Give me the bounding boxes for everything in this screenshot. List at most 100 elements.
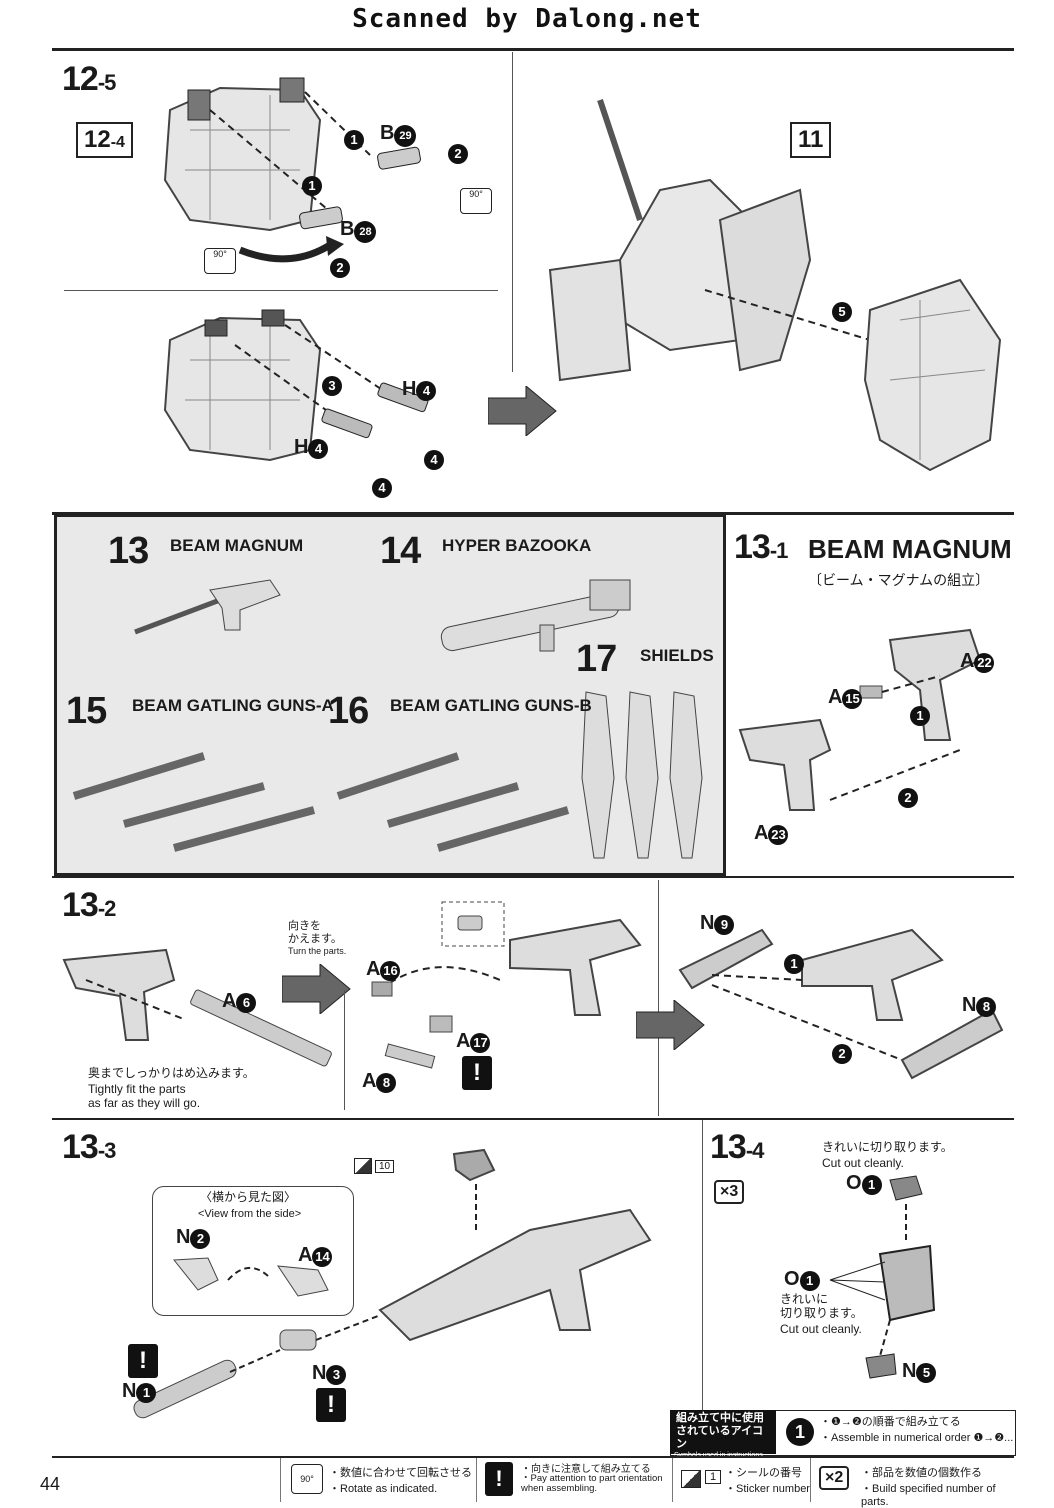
turn-instruction-jp: 向きを かえます。 bbox=[288, 920, 342, 946]
order-legend-jp: ・❶→❷の順番で組み立てる bbox=[820, 1416, 961, 1428]
side-view-illustration bbox=[173, 1257, 329, 1297]
beam-magnum-assembly-illustration bbox=[738, 628, 982, 811]
weapon-13-name: BEAM MAGNUM bbox=[170, 536, 304, 555]
gatling-a-thumbnail bbox=[72, 752, 316, 852]
rotate-90-icon: 90° bbox=[204, 248, 236, 274]
side-view-title-en: <View from the side> bbox=[198, 1208, 302, 1220]
magnum-barrel-fit-illustration bbox=[62, 948, 332, 1067]
step-11-reference: 11 bbox=[790, 122, 832, 158]
step-12-4-reference: 12-4 bbox=[76, 122, 133, 158]
side-view-callout bbox=[152, 1186, 354, 1316]
sticker-legend-icon bbox=[681, 1470, 701, 1488]
turn-instruction-en: Turn the parts. bbox=[288, 946, 347, 956]
turn-arrow-icon bbox=[282, 964, 351, 1014]
legend-sticker: 1 ・シールの番号 ・Sticker number bbox=[672, 1458, 811, 1502]
weapon-16-name: BEAM GATLING GUNS-B bbox=[390, 696, 592, 715]
orientation-warning-icon-n3: ! bbox=[316, 1388, 346, 1422]
step-12-5-label: 12-5 bbox=[62, 60, 116, 98]
sticker-number-icon: 10 bbox=[354, 1158, 395, 1174]
legend-rotate: 90° ・数値に合わせて回転させる ・Rotate as indicated. bbox=[280, 1458, 477, 1502]
magnum-complete-illustration bbox=[133, 1148, 652, 1419]
shields-thumbnail bbox=[581, 691, 703, 859]
step-13-1-subtitle: 〔ビーム・マグナムの組立〕 bbox=[808, 572, 990, 588]
step-13-3-label: 13-3 bbox=[62, 1128, 116, 1166]
icons-legend-title-block: 組み立て中に使用 されているアイコン Symbols used in instr… bbox=[670, 1410, 776, 1459]
weapon-14-number: 14 bbox=[380, 530, 421, 572]
step-13-2-divider-b bbox=[658, 880, 659, 1116]
step-13-2-label: 13-2 bbox=[62, 886, 116, 924]
order-2-marker-b: 2 bbox=[330, 258, 350, 278]
beam-magnum-thumbnail bbox=[134, 579, 281, 635]
step-13-1-label: 13-1 bbox=[734, 528, 788, 566]
order-4-marker: 4 bbox=[424, 450, 444, 470]
magnum-scope-illustration bbox=[678, 928, 1004, 1080]
weapon-16-number: 16 bbox=[328, 690, 369, 732]
multiplier-badge: ×3 bbox=[714, 1180, 745, 1204]
sticker-icon bbox=[354, 1158, 372, 1174]
orientation-warning-icon-n1: ! bbox=[128, 1344, 158, 1378]
weapons-top-rule bbox=[52, 512, 1014, 515]
magnum-grip-illustration bbox=[371, 901, 642, 1069]
order-1-marker-b: 1 bbox=[302, 176, 322, 196]
order-legend-en: ・Assemble in numerical order ❶→❷... bbox=[820, 1432, 1014, 1444]
side-view-title-jp: 〈横から見た図〉 bbox=[200, 1190, 297, 1204]
hyper-bazooka-thumbnail bbox=[440, 579, 631, 652]
order-5-marker: 5 bbox=[832, 302, 852, 322]
order-4-marker-b: 4 bbox=[372, 478, 392, 498]
orientation-warning-icon: ! bbox=[462, 1056, 492, 1090]
top-rule bbox=[52, 48, 1014, 51]
next-arrow-icon-2 bbox=[636, 1000, 705, 1050]
cut-instruction-en-2: Cut out cleanly. bbox=[780, 1322, 862, 1336]
order-1-marker-13-2: 1 bbox=[784, 954, 804, 974]
step-13-2-top-rule bbox=[52, 876, 1014, 878]
sub-divider bbox=[64, 290, 498, 291]
step-13-3-top-rule bbox=[52, 1118, 1014, 1120]
rotate-legend-icon: 90° bbox=[291, 1464, 323, 1494]
torso-illustration-bottom bbox=[163, 309, 429, 462]
multiplier-legend-icon: ×2 bbox=[819, 1466, 850, 1490]
order-3-marker: 3 bbox=[322, 376, 342, 396]
weapon-15-name: BEAM GATLING GUNS-A bbox=[132, 696, 334, 715]
weapon-13-number: 13 bbox=[108, 530, 149, 572]
legend-multiplier: ×2 ・部品を数値の個数作る ・Build specified number o… bbox=[810, 1458, 1015, 1508]
gundam-body-illustration bbox=[548, 99, 1002, 472]
top-vertical-divider bbox=[512, 52, 513, 372]
order-2-marker: 2 bbox=[448, 144, 468, 164]
step-13-2-divider-a bbox=[344, 990, 345, 1110]
weapon-14-name: HYPER BAZOOKA bbox=[442, 536, 592, 555]
hand-part-illustration bbox=[829, 1175, 936, 1379]
cut-instruction-en: Cut out cleanly. bbox=[822, 1156, 904, 1170]
step-13-4-label: 13-4 bbox=[710, 1128, 764, 1166]
next-arrow-icon bbox=[488, 386, 557, 436]
weapon-15-number: 15 bbox=[66, 690, 107, 732]
order-1-marker-13-1: 1 bbox=[910, 706, 930, 726]
step-13-1-title: BEAM MAGNUM bbox=[808, 534, 1012, 564]
fit-instruction-jp: 奥までしっかりはめ込みます。 bbox=[88, 1066, 255, 1080]
order-2-marker-13-1: 2 bbox=[898, 788, 918, 808]
weapon-17-number: 17 bbox=[576, 638, 617, 680]
fit-instruction-en: Tightly fit the parts as far as they wil… bbox=[88, 1082, 201, 1111]
rotate-90-icon-b: 90° bbox=[460, 188, 492, 214]
bottom-rule bbox=[52, 1456, 1014, 1458]
cut-instruction-jp: きれいに切り取ります。 bbox=[822, 1140, 953, 1154]
torso-illustration-top bbox=[163, 77, 421, 263]
order-1-marker: 1 bbox=[344, 130, 364, 150]
